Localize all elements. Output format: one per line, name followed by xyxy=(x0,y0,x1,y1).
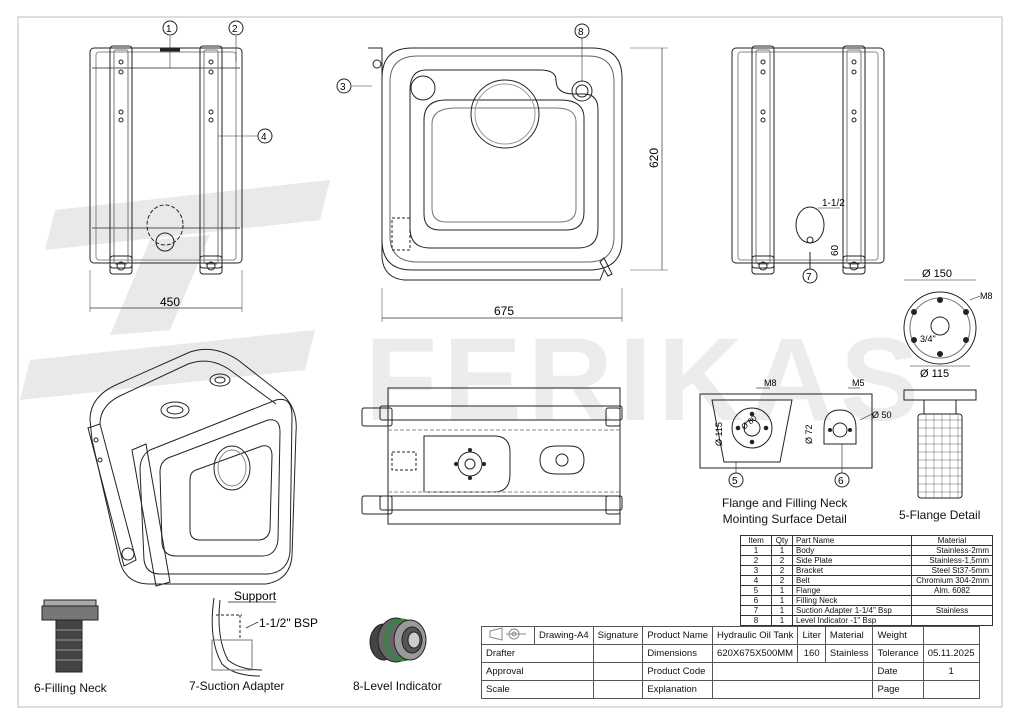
dim-suction-size: 1-1/2 xyxy=(822,198,845,209)
tolerance-label: Tolerance xyxy=(872,644,924,663)
dimensions-value: 620X675X500MM xyxy=(712,644,799,663)
product-name: Hydraulic Oil Tank xyxy=(712,626,799,645)
front-view xyxy=(352,38,668,322)
caption-level-indicator: 8-Level Indicator xyxy=(353,679,442,693)
scale-label: Scale xyxy=(481,680,594,699)
callout-5: 5 xyxy=(728,472,744,488)
callout-7: 7 xyxy=(802,268,818,284)
side-view-right xyxy=(731,45,885,275)
weight-label: Weight xyxy=(872,626,924,645)
dim-neck-dia: Ø 72 xyxy=(804,424,814,444)
label-bsp: 1-1/2" BSP xyxy=(259,616,318,630)
filling-neck-drawing xyxy=(41,599,99,673)
dim-flange-outer: Ø 150 xyxy=(922,268,952,280)
dim-neck-bolt: M5 xyxy=(852,378,865,388)
product-name-label: Product Name xyxy=(642,626,714,645)
dimensions-label: Dimensions xyxy=(642,644,714,663)
date-number: 1 xyxy=(922,662,980,681)
callout-3: 3 xyxy=(336,78,352,94)
bom-header: Item Qty Part Name Material xyxy=(740,535,993,546)
page-label: Page xyxy=(872,680,924,699)
sheet-size: Drawing-A4 xyxy=(534,626,594,645)
date-value: 05.11.2025 xyxy=(922,644,980,663)
projection-symbol-icon xyxy=(489,627,526,641)
dim-neck-outer: Ø 50 xyxy=(872,410,892,420)
projection-symbol-cell xyxy=(481,626,535,645)
watermark-text: FERIKAS xyxy=(365,314,925,446)
liter-value: 160 xyxy=(797,644,826,663)
dim-mount-dia: Ø 115 xyxy=(714,422,724,446)
dim-width-front: 675 xyxy=(494,304,514,318)
level-indicator-drawing xyxy=(369,617,427,663)
side-view-left xyxy=(89,36,258,312)
mounting-surface-drawing xyxy=(699,387,873,474)
svg-text:6: 6 xyxy=(838,476,844,487)
svg-text:3: 3 xyxy=(340,82,346,93)
filter-mesh xyxy=(918,414,962,498)
flange-detail-drawing xyxy=(903,279,981,499)
suction-adapter-drawing xyxy=(211,597,276,677)
bottom-view xyxy=(361,387,623,525)
dim-suction-offset: 60 xyxy=(830,244,841,256)
svg-text:4: 4 xyxy=(261,132,267,143)
date-label: Date xyxy=(872,662,924,681)
material-label: Material xyxy=(824,626,874,645)
sheet-border xyxy=(17,16,1003,708)
svg-text:8: 8 xyxy=(578,27,584,38)
title-block: Drawing-A4 Signature Product Name Hydrau… xyxy=(481,626,980,699)
dim-flange-thread: 3/4" xyxy=(920,334,936,344)
label-support: Support xyxy=(234,589,277,603)
dim-flange-bolt: M8 xyxy=(980,291,993,301)
signature-label: Signature xyxy=(592,626,644,645)
dim-mount-bolt: M8 xyxy=(764,378,777,388)
approval-label: Approval xyxy=(481,662,594,681)
svg-text:7: 7 xyxy=(806,272,812,283)
liter-label: Liter xyxy=(797,626,826,645)
caption-flange-mount: Flange and Filling Neck Mointing Surface… xyxy=(722,496,848,526)
dim-width-side: 450 xyxy=(160,295,180,309)
dim-flange-inner: Ø 115 xyxy=(920,368,949,380)
dim-height-front: 620 xyxy=(647,148,661,168)
callout-4: 4 xyxy=(257,128,273,144)
svg-text:2: 2 xyxy=(232,24,238,35)
explanation-label: Explanation xyxy=(642,680,714,699)
callout-1: 1 xyxy=(162,20,178,36)
caption-flange-detail: 5-Flange Detail xyxy=(899,508,981,522)
svg-text:5: 5 xyxy=(732,476,738,487)
drafter-label: Drafter xyxy=(481,644,594,663)
isometric-view xyxy=(87,348,297,587)
caption-filling-neck: 6-Filling Neck xyxy=(34,681,107,695)
material-value: Stainless xyxy=(824,644,874,663)
callout-2: 2 xyxy=(228,20,244,36)
callout-6: 6 xyxy=(834,472,850,488)
product-code-label: Product Code xyxy=(642,662,714,681)
svg-text:1: 1 xyxy=(166,24,172,35)
callout-8: 8 xyxy=(574,23,590,39)
watermark-logo xyxy=(20,180,330,400)
caption-suction-adapter: 7-Suction Adapter xyxy=(189,679,285,693)
